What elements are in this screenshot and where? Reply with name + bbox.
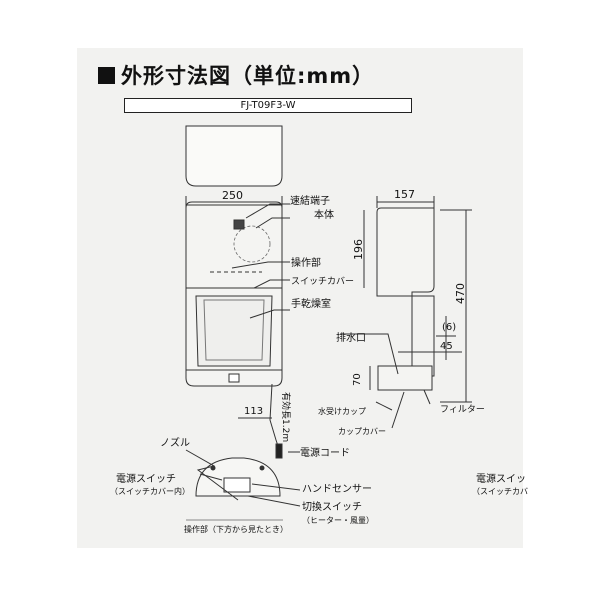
dry-chamber-inner (203, 299, 265, 361)
power-switch-leader (199, 473, 223, 481)
dim-depth: 157 (394, 188, 415, 201)
nozzle-leader (185, 449, 239, 501)
control-leader (231, 261, 290, 269)
side-body-outline (376, 207, 435, 297)
connector-box (233, 219, 245, 230)
nozzle-dot-2 (259, 465, 265, 471)
label-hand-sensor: ハンドセンサー (302, 483, 372, 495)
switch-cover-leader (253, 279, 290, 289)
filter-leader (423, 389, 431, 405)
dim-cord-offset: 113 (244, 406, 263, 417)
top-cover-outline (185, 125, 283, 187)
dim-total-height: 470 (454, 283, 467, 304)
connector-leader (245, 203, 290, 219)
label-nozzle: ノズル (160, 436, 190, 449)
label-power-switch: 電源スイッチ (116, 472, 176, 485)
model-bar: FJ-T09F3-W (124, 98, 412, 113)
dry-chamber-leader (249, 309, 290, 319)
label-connector: 速結端子 (290, 194, 330, 207)
page-title: 外形寸法図（単位:mm） (121, 64, 375, 88)
mode-switch-leader (247, 495, 301, 507)
side-lower-outline (396, 295, 435, 377)
dim-offset: 45 (440, 341, 453, 352)
label-mode-switch-sub: （ヒーター・風量） (302, 516, 374, 525)
dim-gap: (6) (442, 322, 456, 333)
title-square-icon (98, 66, 115, 84)
cup-cover-leader (391, 391, 405, 429)
label-mode-switch: 切換スイッチ (302, 501, 362, 513)
label-filter: フィルター (440, 404, 485, 415)
label-control: 操作部 (291, 256, 321, 269)
drain-leader (340, 333, 399, 375)
power-plug (275, 443, 283, 459)
label-drain: 排水口 (336, 331, 366, 344)
body-leader (255, 217, 290, 229)
label-dry-chamber: 手乾燥室 (291, 297, 331, 310)
control-view-panel (223, 477, 251, 493)
label-power-switch-sub: （スイッチカバー内） (110, 486, 190, 496)
dim-cord-length: 有効長1.2m (280, 392, 292, 442)
dim-cup-height: 70 (352, 373, 363, 386)
title-block: 外形寸法図（単位:mm） (98, 60, 374, 90)
drawing-sheet (77, 48, 523, 548)
dim-width: 250 (222, 189, 243, 202)
front-sensor-circle (233, 225, 271, 263)
label-cut-power-switch-sub: （スイッチカバ (472, 487, 528, 496)
label-cut-power-switch: 電源スイッ (476, 472, 526, 485)
label-power-cord: 電源コード (300, 446, 350, 459)
label-control-view: 操作部（下方から見たとき） (184, 524, 288, 534)
drain-port-front (228, 373, 240, 383)
dry-chamber-outline (195, 295, 273, 367)
dim-upper-height: 196 (352, 239, 365, 260)
label-body: 本体 (314, 208, 334, 221)
water-cup-leader (375, 401, 393, 411)
water-cup-outline (377, 365, 433, 391)
hand-sensor-leader (251, 483, 301, 491)
label-water-cup: 水受けカップ (318, 406, 366, 416)
label-cup-cover: カップカバー (338, 427, 386, 436)
control-view-outline (195, 457, 281, 497)
label-switch-cover: スイッチカバー (291, 276, 354, 287)
